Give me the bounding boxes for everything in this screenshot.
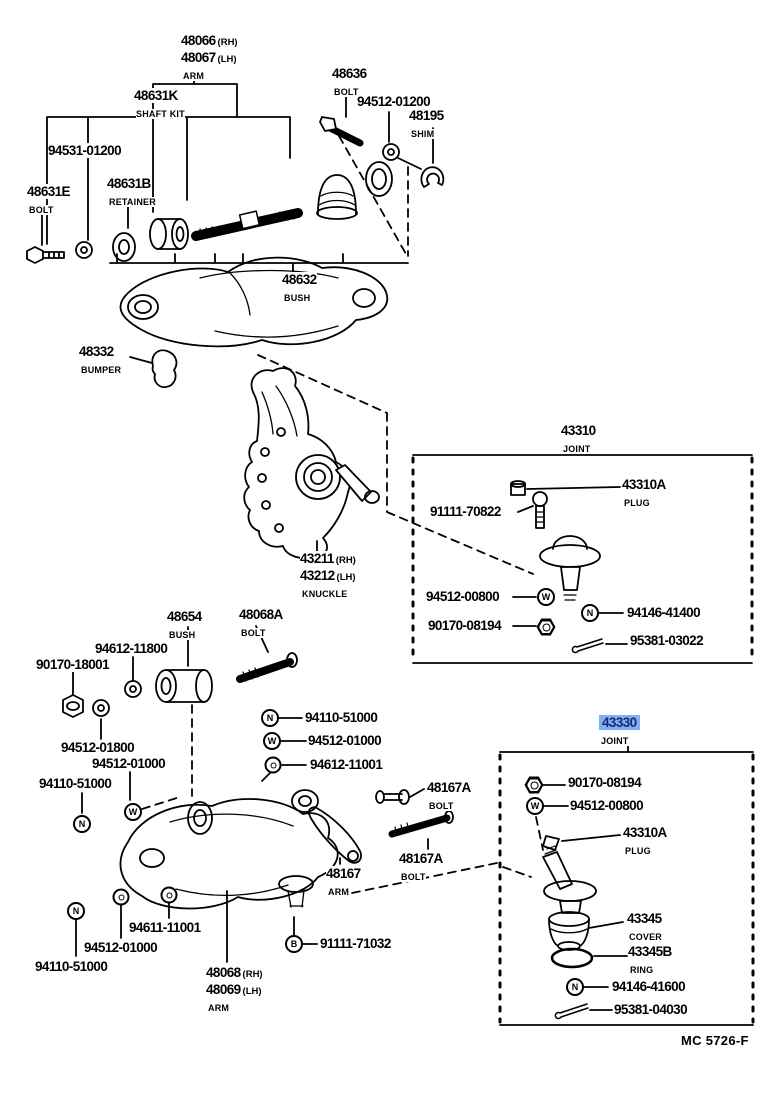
bumper-drawing <box>129 349 178 388</box>
lower-balljoint-box <box>498 744 755 1026</box>
dashed-reference-lines <box>141 135 544 894</box>
shaft-kit-box-lines <box>41 77 434 273</box>
page-code: MC 5726-F <box>681 1033 749 1048</box>
upper-balljoint-box <box>411 448 754 664</box>
steering-arm-drawing <box>291 789 454 864</box>
lower-control-arm-drawing <box>62 652 339 910</box>
lower-arm-leader-lines <box>72 625 429 963</box>
shaft-kit-parts-drawing <box>26 116 445 264</box>
upper-control-arm-drawing <box>119 256 389 348</box>
steering-knuckle-drawing <box>243 367 380 560</box>
